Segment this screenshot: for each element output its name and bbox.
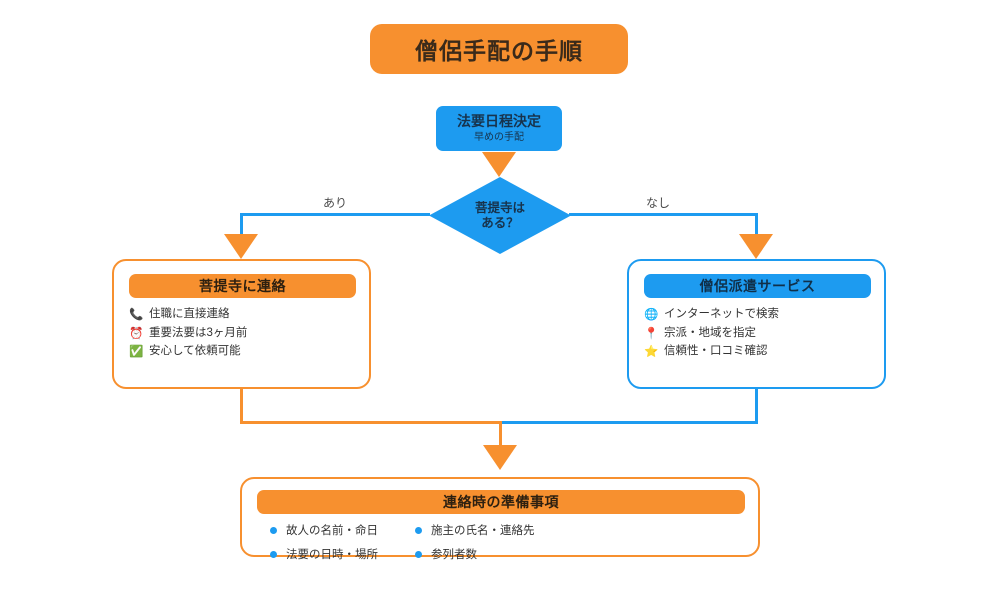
list-item: ⏰ 重要法要は3ヶ月前 xyxy=(129,325,248,340)
arrow-to-bottom-card xyxy=(483,445,517,470)
telephone-receiver-icon: 📞 xyxy=(129,307,144,321)
list-item-label: 故人の名前・命日 xyxy=(286,525,378,537)
bullet-dot-icon xyxy=(415,550,422,558)
card-monk-dispatch-service-list: 🌐 インターネットで検索 📍 宗派・地域を指定 ⭐ 信頼性・口コミ確認 xyxy=(644,307,779,365)
list-item-label: 安心して依頼可能 xyxy=(149,345,241,357)
edge-right-card-to-center xyxy=(499,421,758,424)
bullet-dot-icon xyxy=(415,526,422,534)
node-schedule-decision-label: 法要日程決定 xyxy=(457,113,541,130)
edge-merge-down xyxy=(499,421,502,449)
alarm-clock-icon: ⏰ xyxy=(129,325,144,340)
list-item: ✅ 安心して依頼可能 xyxy=(129,344,247,358)
list-item-label: 参列者数 xyxy=(431,549,477,561)
round-pushpin-icon: 📍 xyxy=(644,325,659,340)
list-item-label: 法要の日時・場所 xyxy=(286,549,378,561)
list-item: 📍 宗派・地域を指定 xyxy=(644,325,779,340)
node-schedule-decision-sublabel: 早めの手配 xyxy=(474,131,524,143)
edge-left-card-down xyxy=(240,389,243,424)
bullet-dot-icon xyxy=(270,526,277,534)
list-item: 故人の名前・命日 xyxy=(270,522,415,538)
edge-no-vertical xyxy=(755,213,758,241)
card-contact-family-temple: 菩提寺に連絡 📞 住職に直接連絡 ⏰ 重要法要は3ヶ月前 ✅ 安心して依頼可能 xyxy=(112,259,371,389)
edge-decision-no-horizontal xyxy=(569,213,758,216)
edge-right-card-down xyxy=(755,389,758,424)
list-item-label: 施主の氏名・連絡先 xyxy=(431,525,535,537)
node-decision-temple: 菩提寺は ある？ xyxy=(429,177,571,254)
card-monk-dispatch-service-header: 僧侶派遣サービス xyxy=(644,274,871,298)
list-item-label: 重要法要は3ヶ月前 xyxy=(149,326,248,339)
list-item: 法要の日時・場所 xyxy=(270,546,415,562)
card-monk-dispatch-service-header-text: 僧侶派遣サービス xyxy=(699,278,816,294)
card-preparation-items: 連絡時の準備事項 故人の名前・命日 施主の氏名・連絡先 法要の日時・場所 参列者… xyxy=(240,477,760,561)
edge-decision-yes-horizontal xyxy=(240,213,430,216)
list-item-label: 住職に直接連絡 xyxy=(149,308,230,320)
flowchart-title-text: 僧侶手配の手順 xyxy=(415,38,583,64)
arrow-start-to-decision xyxy=(482,152,516,177)
decision-line-1: 菩提寺は xyxy=(474,200,525,215)
edge-label-no: なし xyxy=(645,196,670,210)
card-monk-dispatch-service: 僧侶派遣サービス 🌐 インターネットで検索 📍 宗派・地域を指定 ⭐ 信頼性・口… xyxy=(627,259,886,389)
decision-line-2: ある？ xyxy=(481,215,519,230)
list-item: 📞 住職に直接連絡 xyxy=(129,307,247,321)
card-contact-family-temple-header-text: 菩提寺に連絡 xyxy=(199,278,286,294)
edge-label-yes: あり xyxy=(322,196,347,210)
list-item-label: 信頼性・口コミ確認 xyxy=(664,345,768,357)
card-contact-family-temple-header: 菩提寺に連絡 xyxy=(129,274,356,298)
list-item: ⭐ 信頼性・口コミ確認 xyxy=(644,344,779,358)
list-item: 施主の氏名・連絡先 xyxy=(415,522,535,538)
edge-yes-vertical xyxy=(240,213,243,241)
arrow-to-left-card xyxy=(224,234,258,259)
card-contact-family-temple-list: 📞 住職に直接連絡 ⏰ 重要法要は3ヶ月前 ✅ 安心して依頼可能 xyxy=(129,307,248,365)
node-schedule-decision: 法要日程決定 早めの手配 xyxy=(436,106,562,151)
globe-icon: 🌐 xyxy=(644,307,659,321)
list-item-label: 宗派・地域を指定 xyxy=(664,326,756,339)
card-preparation-items-header: 連絡時の準備事項 xyxy=(257,490,745,514)
card-preparation-items-list: 故人の名前・命日 施主の氏名・連絡先 法要の日時・場所 参列者数 xyxy=(270,522,535,562)
arrow-to-right-card xyxy=(739,234,773,259)
list-item: 参列者数 xyxy=(415,546,535,562)
edge-left-card-to-center xyxy=(240,421,502,424)
list-item: 🌐 インターネットで検索 xyxy=(644,307,779,321)
check-mark-button-icon: ✅ xyxy=(129,344,144,358)
bullet-dot-icon xyxy=(270,550,277,558)
decision-diamond-label: 菩提寺は ある？ xyxy=(429,177,571,254)
star-icon: ⭐ xyxy=(644,344,659,358)
card-preparation-items-header-text: 連絡時の準備事項 xyxy=(443,494,559,510)
flowchart-title: 僧侶手配の手順 xyxy=(370,24,628,74)
list-item-label: インターネットで検索 xyxy=(664,308,779,320)
